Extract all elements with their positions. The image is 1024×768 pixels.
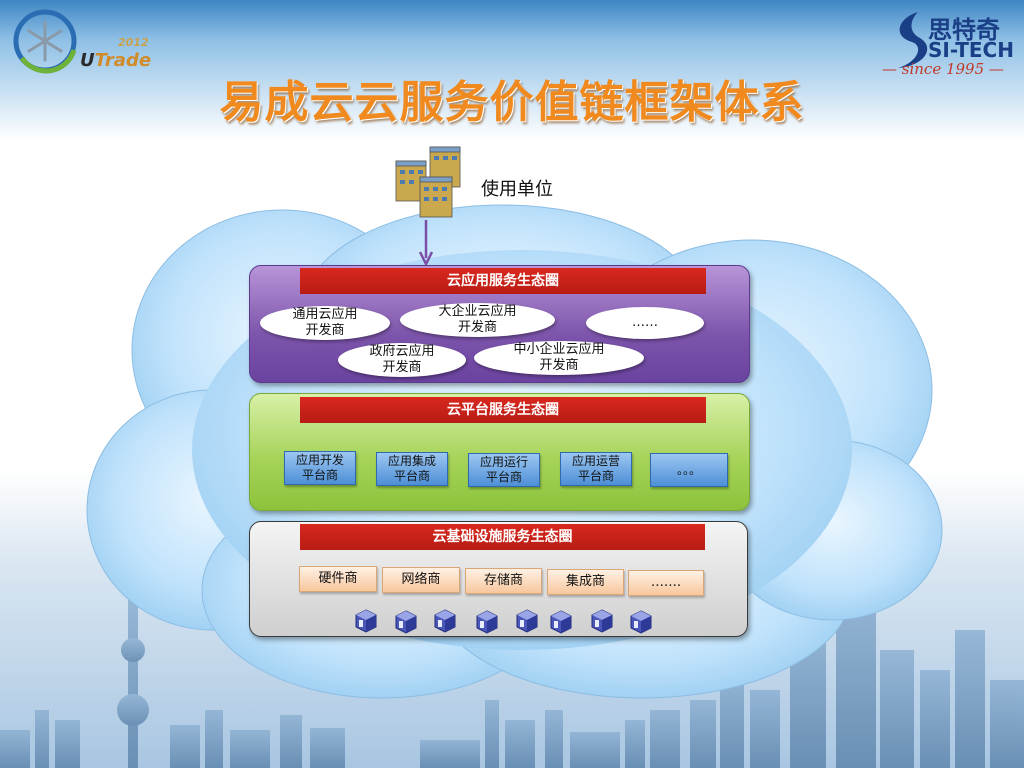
server-cube-icon xyxy=(476,610,498,634)
utrade-brand: UTrade xyxy=(80,50,151,71)
infra-provider-more: ……. xyxy=(628,570,704,596)
server-cube-icon xyxy=(550,610,572,634)
server-cube-icon xyxy=(355,609,377,633)
sitech-since: — since 1995 — xyxy=(882,60,1004,78)
server-cube-icon xyxy=(516,609,538,633)
infra-provider-integrator: 集成商 xyxy=(547,569,624,595)
utrade-logo xyxy=(13,9,77,74)
server-cube-icon xyxy=(434,609,456,633)
utrade-brand-u: U xyxy=(80,50,95,71)
down-arrow xyxy=(418,220,434,266)
city-skyline-background xyxy=(0,580,1024,768)
app-provider-general: 通用云应用 开发商 xyxy=(260,306,390,340)
utrade-brand-rest: Trade xyxy=(94,50,152,71)
server-cube-icon xyxy=(630,610,652,634)
infra-provider-storage: 存储商 xyxy=(465,568,542,594)
app-provider-government: 政府云应用 开发商 xyxy=(338,343,466,377)
platform-provider-more: 。。。 xyxy=(650,453,728,487)
infra-provider-network: 网络商 xyxy=(382,567,460,593)
layer-title-platform: 云平台服务生态圈 xyxy=(300,397,706,423)
snowflake-icon xyxy=(27,20,63,62)
platform-provider-operation: 应用运营 平台商 xyxy=(560,452,632,486)
layer-title-infrastructure: 云基础设施服务生态圈 xyxy=(300,524,705,550)
platform-provider-runtime: 应用运行 平台商 xyxy=(468,453,540,487)
sitech-name-en: SI-TECH xyxy=(928,38,1014,62)
user-unit-label: 使用单位 xyxy=(481,179,553,200)
sitech-mark-icon xyxy=(898,12,928,68)
server-cube-icon xyxy=(591,609,613,633)
platform-provider-development: 应用开发 平台商 xyxy=(284,451,356,485)
office-buildings-icon xyxy=(395,146,461,218)
platform-provider-integration: 应用集成 平台商 xyxy=(376,452,448,486)
infra-provider-hardware: 硬件商 xyxy=(299,566,377,592)
utrade-year: 2012 xyxy=(118,36,149,49)
page-title: 易成云云服务价值链框架体系 xyxy=(219,77,805,128)
server-cube-icon xyxy=(395,610,417,634)
app-provider-more: …… xyxy=(586,307,704,339)
app-provider-sme: 中小企业云应用 开发商 xyxy=(474,341,644,375)
layer-title-application: 云应用服务生态圈 xyxy=(300,268,706,294)
app-provider-enterprise: 大企业云应用 开发商 xyxy=(400,303,555,337)
sitech-name-cn: 思特奇 xyxy=(928,16,1000,44)
